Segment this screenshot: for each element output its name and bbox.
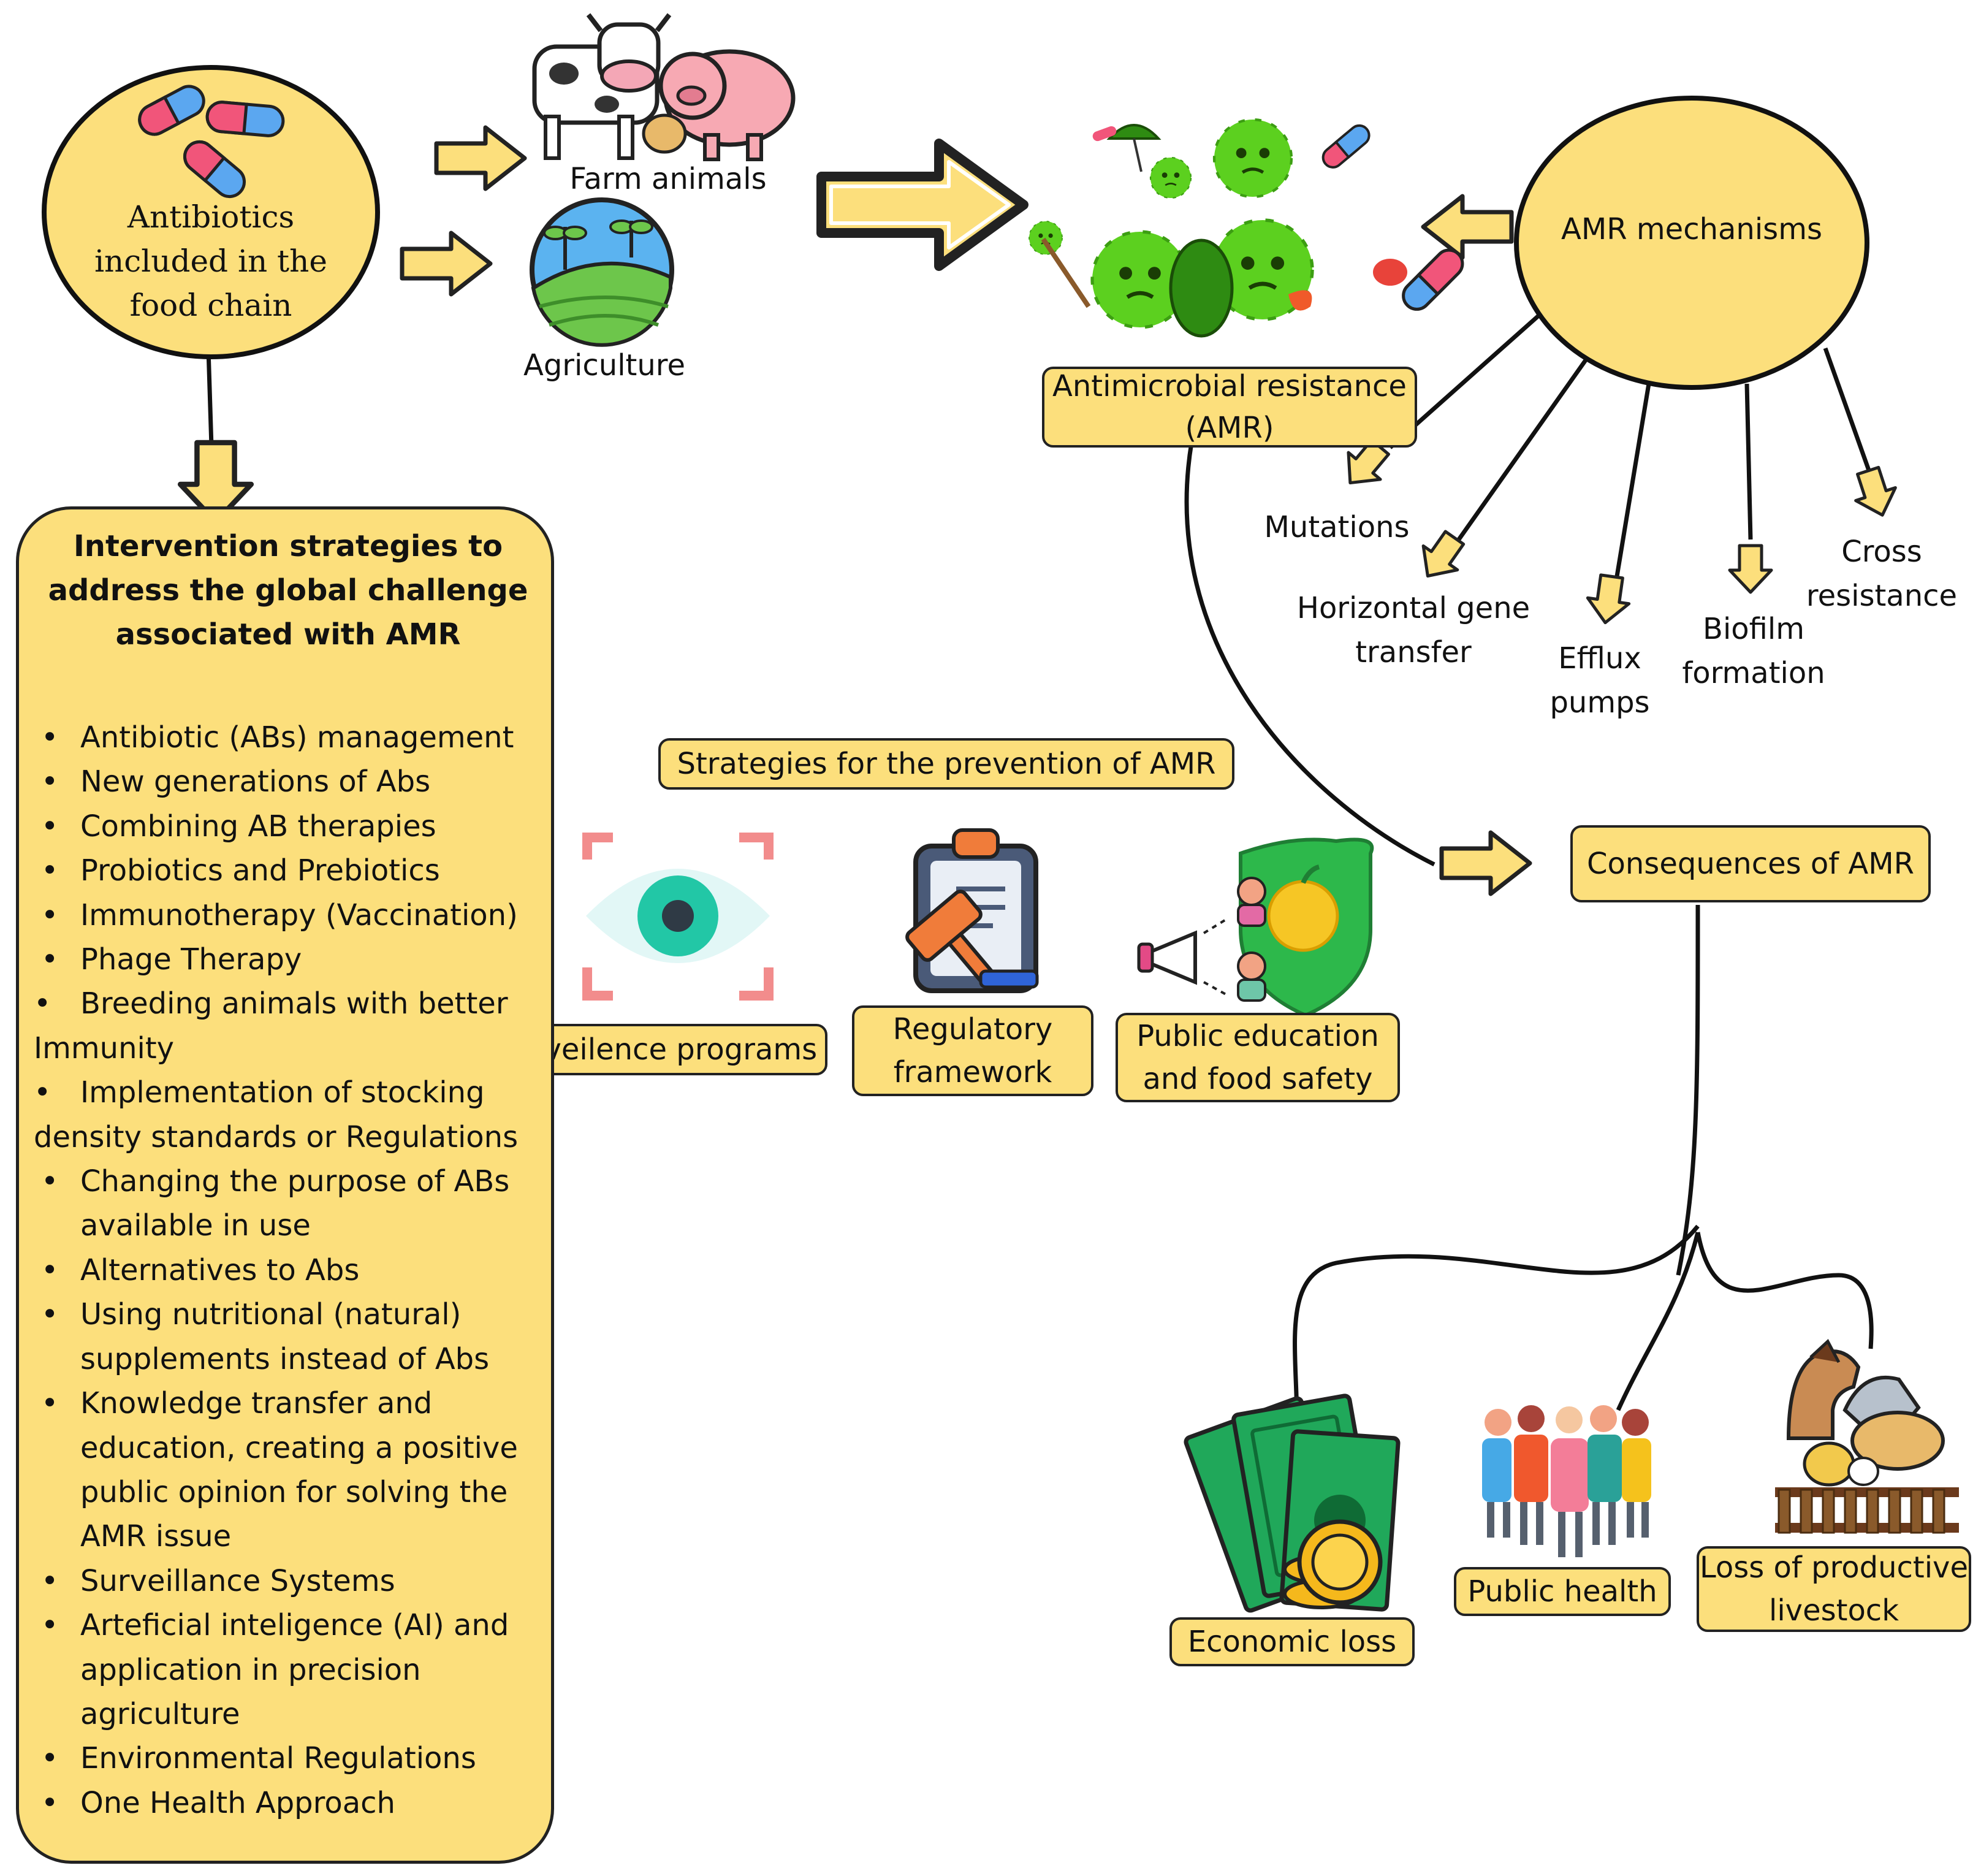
public-health-box: Public health [1454, 1567, 1671, 1616]
shield-apple-megaphone-icon [1137, 837, 1374, 1018]
amr-mechanisms-label: AMR mechanisms [1561, 212, 1822, 246]
regulatory-box: Regulatory framework [852, 1005, 1093, 1096]
list-item-text: Combining AB therapies [80, 809, 436, 844]
arrow-to-consequences [1442, 833, 1530, 894]
loss-livestock-box: Loss of productive livestock [1697, 1546, 1971, 1632]
list-item: • Immunotherapy (Vaccination) [34, 893, 549, 937]
list-item: • Antibiotic (ABs) management [34, 715, 549, 760]
mechanism-cross: Cross resistance [1806, 535, 1958, 613]
list-bullet: • [41, 853, 59, 888]
antibiotics-ellipse [42, 65, 380, 359]
amr-mechanisms-ellipse [1514, 96, 1869, 390]
list-item-text: Phage Therapy [80, 942, 302, 977]
amr-box: Antimicrobial resistance (AMR) [1042, 367, 1417, 448]
list-item: • New generations of Abs [34, 760, 549, 804]
list-item-text: Knowledge transfer and education, creati… [80, 1386, 518, 1554]
list-item-text: Surveillance Systems [80, 1563, 395, 1598]
intervention-list: • Antibiotic (ABs) management • New genera… [34, 715, 549, 1825]
list-bullet: • [41, 720, 59, 755]
list-bullet: • [41, 942, 59, 977]
list-bullet: • [41, 809, 59, 844]
list-item-text: Immunotherapy (Vaccination) [80, 898, 518, 932]
list-bullet: • [41, 1563, 59, 1598]
arrow-to-farm-animals [436, 128, 525, 189]
gavel-clipboard-icon [905, 828, 1039, 993]
list-bullet: • [41, 765, 59, 799]
list-item: • Combining AB therapies [34, 804, 549, 848]
list-bullet: • [34, 986, 51, 1021]
crowd-icon [1482, 1405, 1651, 1557]
connectors [206, 310, 1874, 1423]
list-item-text: Environmental Regulations [80, 1741, 476, 1776]
farm-animals-label: Farm animals [569, 162, 767, 196]
consequences-box: Consequences of AMR [1570, 825, 1931, 902]
list-bullet: • [41, 1386, 59, 1421]
mechanism-efflux: Efflux pumps [1549, 641, 1650, 720]
list-bullet: • [41, 1297, 59, 1332]
arrow-biofilm [1730, 546, 1771, 592]
list-item: • Using nutritional (natural) supplements… [34, 1292, 549, 1381]
list-item: • Surveillance Systems [34, 1559, 549, 1603]
agriculture-label: Agriculture [523, 348, 685, 383]
money-coins-icon [1184, 1394, 1401, 1613]
list-item-text: Using nutritional (natural) supplements … [80, 1297, 490, 1376]
list-item: •Implementation of stocking density stan… [34, 1070, 549, 1159]
horse-goat-fence-icon [1775, 1338, 1959, 1534]
intervention-panel: Intervention strategies to address the g… [16, 506, 554, 1864]
list-bullet: • [41, 898, 59, 932]
arrow-efflux [1584, 574, 1632, 626]
list-item-text: Antibiotic (ABs) management [80, 720, 514, 755]
list-item-text: Alternatives to Abs [80, 1253, 360, 1287]
list-bullet: • [41, 1608, 59, 1643]
big-arrow-to-amr [816, 139, 1029, 271]
bacteria-cluster-icon [1028, 120, 1464, 338]
list-item-text: Changing the purpose of ABs available in… [80, 1164, 510, 1243]
list-item-text: Breeding animals with better Immunity [34, 986, 508, 1066]
intervention-title: Intervention strategies to address the g… [48, 529, 528, 652]
list-item: • Arteficial inteligence (AI) and applica… [34, 1603, 549, 1736]
list-item: • One Health Approach [34, 1781, 549, 1825]
list-bullet: • [41, 1785, 59, 1820]
field-sprout-icon [530, 197, 674, 347]
list-item: • Knowledge transfer and education, creat… [34, 1381, 549, 1559]
eye-scan-icon [582, 833, 774, 1001]
list-item-text: Implementation of stocking density stand… [34, 1075, 519, 1154]
list-item-text: Arteficial inteligence (AI) and applicat… [80, 1608, 509, 1731]
list-item-text: New generations of Abs [80, 765, 431, 799]
list-item-text: Probiotics and Prebiotics [80, 853, 440, 888]
list-item: • Alternatives to Abs [34, 1248, 549, 1292]
economic-loss-box: Economic loss [1169, 1617, 1415, 1666]
list-bullet: • [41, 1253, 59, 1287]
list-item: • Changing the purpose of ABs available i… [34, 1159, 549, 1248]
list-bullet: • [41, 1741, 59, 1776]
list-item: •Breeding animals with better Immunity [34, 982, 549, 1070]
mechanism-biofilm: Biofilm formation [1682, 612, 1825, 690]
arrow-to-agriculture [402, 233, 490, 294]
cow-pig-chicken-icon [532, 13, 796, 161]
list-item: • Phage Therapy [34, 937, 549, 982]
list-item: • Probiotics and Prebiotics [34, 848, 549, 893]
list-bullet: • [34, 1075, 51, 1110]
list-bullet: • [41, 1164, 59, 1199]
mechanism-mutations: Mutations [1264, 510, 1410, 544]
public-education-box: Public education and food safety [1116, 1013, 1400, 1102]
list-item: • Environmental Regulations [34, 1736, 549, 1780]
mechanism-hgt: Horizontal gene transfer [1296, 591, 1530, 669]
arrow-cross [1848, 464, 1902, 521]
pills-icon [138, 85, 285, 199]
antibiotics-label: Antibiotics included in the food chain [94, 199, 327, 323]
arrow-from-amr-mechanisms [1423, 196, 1511, 257]
strategies-prevention-box: Strategies for the prevention of AMR [658, 738, 1234, 790]
list-item-text: One Health Approach [80, 1785, 395, 1820]
